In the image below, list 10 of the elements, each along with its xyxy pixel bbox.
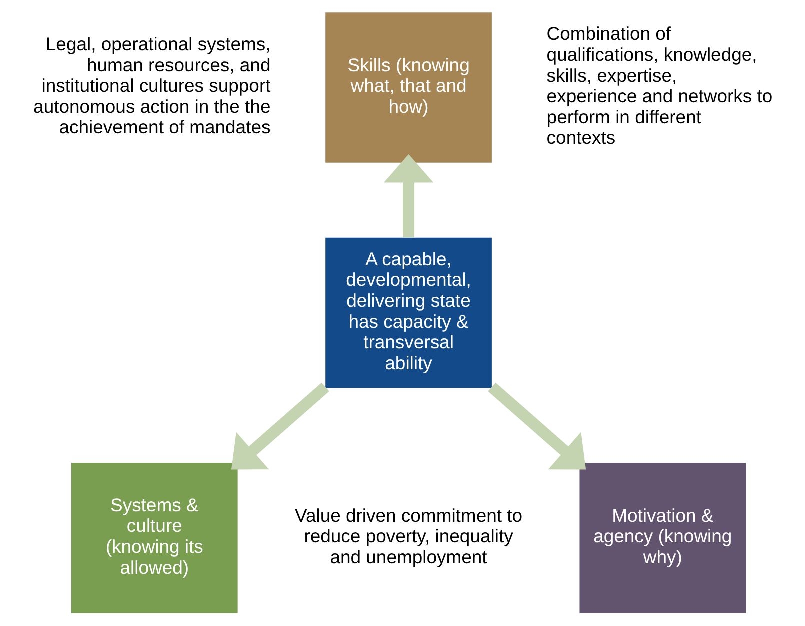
label: Legal, operational systems, human resources, and institutional cultures support autonomous action in the the achievement of mandates [33,34,270,138]
arrow [230,382,329,470]
node-box: Motivation & agency (knowing why) [579,463,746,614]
node-box: A capable, developmental, delivering state has capacity & transversal ability [325,238,492,388]
node-box: Skills (knowing what, that and how) [325,12,492,163]
arrow [488,382,586,470]
arrow [383,154,434,238]
label: Combination of qualifications, knowledge, skills, expertise, experience and networks to perform in different contexts [546,23,772,148]
node-box: Systems & culture (knowing its allowed) [70,463,238,614]
label: Value driven commitment to reduce poverty, inequality and unemployment [294,504,522,568]
